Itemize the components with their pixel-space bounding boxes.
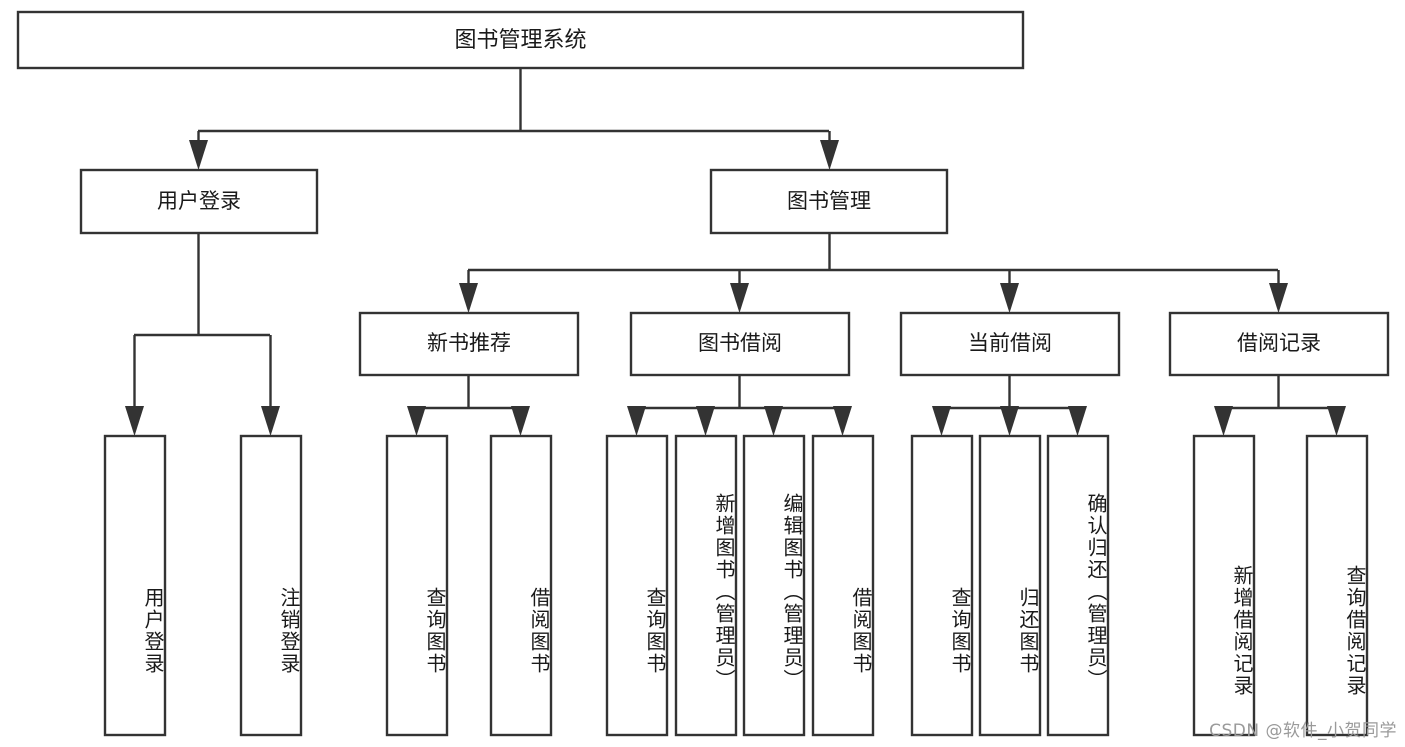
arrow-head-leaf-borrow-record-1 <box>1214 406 1233 436</box>
arrow-head-leaf-book-borrow-2 <box>696 406 715 436</box>
node-user-login[interactable]: 用户登录 <box>79 168 319 235</box>
arrow-head-leaf-book-borrow-3 <box>764 406 783 436</box>
leaf-box-user-login-1[interactable] <box>103 434 167 737</box>
node-label-book-management: 图书管理 <box>787 189 871 213</box>
leaf-box-new-book-2[interactable] <box>489 434 553 737</box>
arrow-head-user-login <box>189 140 208 170</box>
node-box-book-borrow[interactable] <box>629 311 851 377</box>
arrow-head-leaf-current-borrow-1 <box>932 406 951 436</box>
leaf-box-current-borrow-3[interactable] <box>1046 434 1110 737</box>
node-new-book-recommend[interactable]: 新书推荐 <box>358 311 580 377</box>
node-borrow-record[interactable]: 借阅记录 <box>1168 311 1390 377</box>
leaf-box-new-book-1[interactable] <box>385 434 449 737</box>
node-label-current-borrow: 当前借阅 <box>968 331 1052 355</box>
leaf-box-layer <box>103 434 1369 737</box>
arrow-head-leaf-book-borrow-4 <box>833 406 852 436</box>
leaf-box-borrow-record-2[interactable] <box>1305 434 1369 737</box>
node-box-borrow-record[interactable] <box>1168 311 1390 377</box>
connector-layer <box>125 68 1346 436</box>
leaf-box-borrow-record-1[interactable] <box>1192 434 1256 737</box>
csdn-watermark: CSDN @软件_小贺同学 <box>1209 721 1397 741</box>
arrow-head-leaf-user-login-1 <box>125 406 144 436</box>
node-label-root: 图书管理系统 <box>454 28 586 53</box>
arrow-head-leaf-new-book-2 <box>511 406 530 436</box>
node-box-new-book-recommend[interactable] <box>358 311 580 377</box>
arrow-head-leaf-current-borrow-2 <box>1000 406 1019 436</box>
leaf-box-book-borrow-1[interactable] <box>605 434 669 737</box>
node-root-system[interactable]: 图书管理系统 <box>16 10 1025 70</box>
node-label-book-borrow: 图书借阅 <box>698 331 782 355</box>
arrow-head-leaf-user-login-2 <box>261 406 280 436</box>
node-box-current-borrow[interactable] <box>899 311 1121 377</box>
arrow-head-new-book <box>459 283 478 313</box>
node-box-root[interactable] <box>16 10 1025 70</box>
arrow-head-book-borrow <box>730 283 749 313</box>
arrow-head-leaf-borrow-record-2 <box>1327 406 1346 436</box>
node-label-new-book-recommend: 新书推荐 <box>427 331 511 355</box>
arrow-head-leaf-book-borrow-1 <box>627 406 646 436</box>
leaf-box-book-borrow-2[interactable] <box>674 434 738 737</box>
node-box-user-login[interactable] <box>79 168 319 235</box>
arrow-head-borrow-record <box>1269 283 1288 313</box>
leaf-box-current-borrow-2[interactable] <box>978 434 1042 737</box>
leaf-box-user-login-2[interactable] <box>239 434 303 737</box>
node-label-user-login: 用户登录 <box>157 189 241 213</box>
node-book-management[interactable]: 图书管理 <box>709 168 949 235</box>
leaf-box-book-borrow-3[interactable] <box>742 434 806 737</box>
node-book-borrow[interactable]: 图书借阅 <box>629 311 851 377</box>
leaf-box-book-borrow-4[interactable] <box>811 434 875 737</box>
node-box-book-management[interactable] <box>709 168 949 235</box>
arrow-head-leaf-current-borrow-3 <box>1068 406 1087 436</box>
arrow-head-book-mgmt <box>820 140 839 170</box>
leaf-box-current-borrow-1[interactable] <box>910 434 974 737</box>
arrow-head-current-borrow <box>1000 283 1019 313</box>
node-current-borrow[interactable]: 当前借阅 <box>899 311 1121 377</box>
node-label-borrow-record: 借阅记录 <box>1237 331 1321 355</box>
arrow-head-leaf-new-book-1 <box>407 406 426 436</box>
